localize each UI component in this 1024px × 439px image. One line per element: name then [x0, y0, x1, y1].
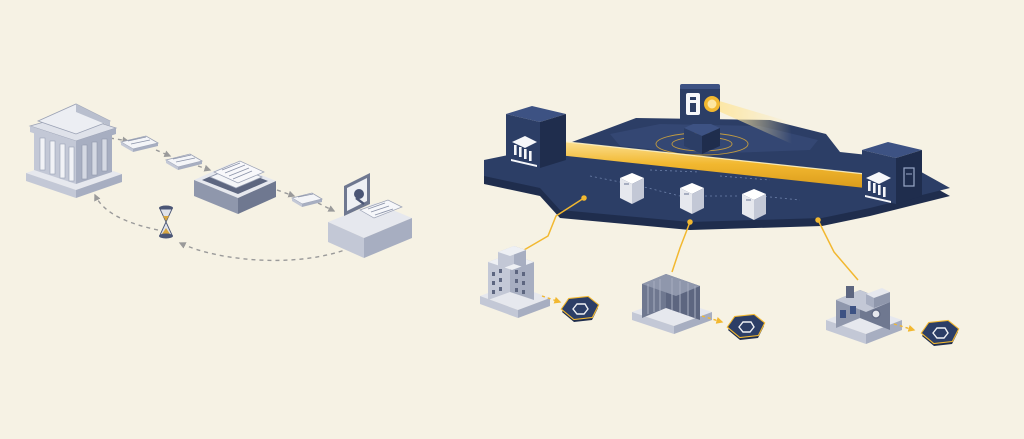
- validator-node-icon: [620, 173, 644, 204]
- bank-node-right-icon: [862, 142, 922, 204]
- flow-arrow: [155, 149, 172, 158]
- flow-arrow: [197, 164, 212, 172]
- warehouse-icon: [632, 274, 712, 334]
- token-icon: [560, 295, 600, 322]
- validator-node-icon: [680, 183, 704, 214]
- monitor-icon: [344, 173, 370, 216]
- legacy-flow: [26, 103, 412, 262]
- token-icon: [920, 319, 960, 346]
- connector-line: [523, 197, 585, 251]
- bank-node-left-icon: [506, 106, 566, 168]
- document-icon: [119, 135, 160, 152]
- flow-arrow: [109, 136, 130, 144]
- flow-arrow: [317, 202, 336, 212]
- return-arrow: [178, 242, 351, 262]
- document-tray-icon: [194, 160, 276, 214]
- connector-line: [671, 221, 691, 273]
- return-arrow: [94, 193, 159, 231]
- clerk-desk-icon: [328, 173, 412, 258]
- factory-icon: [826, 286, 902, 344]
- office-building-icon: [480, 246, 550, 318]
- flow-arrow: [276, 189, 296, 198]
- token-icon: [726, 313, 766, 340]
- legacy-connectors: [94, 136, 351, 262]
- bank-building-icon: [26, 103, 122, 198]
- connector-line: [817, 219, 859, 281]
- hourglass-icon: [159, 205, 173, 239]
- validator-node-icon: [742, 189, 766, 220]
- document-icon: [290, 192, 324, 207]
- client-connectors: [523, 195, 859, 281]
- settlement-network: [480, 84, 960, 346]
- oracle-camera-icon: [680, 84, 792, 154]
- document-icon: [164, 153, 204, 170]
